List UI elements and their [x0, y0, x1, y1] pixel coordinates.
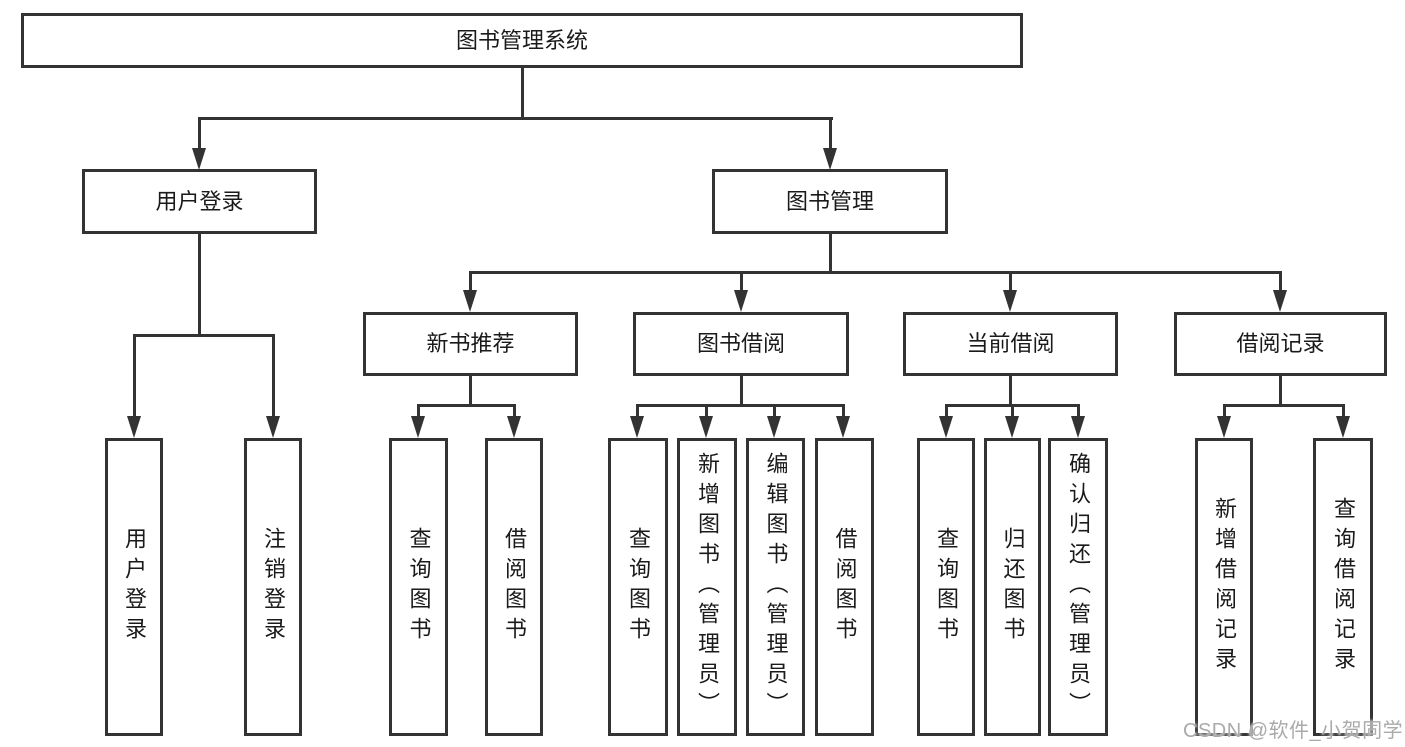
node-leaf-query-borrow-record: 查询借阅记录: [1313, 438, 1373, 736]
connector-drop-leaf: [944, 404, 948, 418]
leaf-label: 新增图书（管理员）: [695, 452, 720, 722]
connector-drop-borrow-records: [1278, 272, 1282, 292]
connector-user-login-stub: [197, 234, 201, 336]
arrow-down-icon: [1005, 416, 1019, 438]
connector-drop-leaf: [842, 404, 845, 418]
node-user-login: 用户登录: [82, 169, 317, 234]
node-leaf-add-books-admin: 新增图书（管理员）: [677, 438, 737, 736]
node-leaf-query-books-1: 查询图书: [389, 438, 448, 736]
connector-drop-new-book: [468, 272, 472, 292]
connector-drop-leaf: [772, 404, 776, 418]
connector-drop-leaf: [417, 404, 420, 418]
arrow-down-icon: [734, 290, 748, 312]
node-library-system-label: 图书管理系统: [455, 27, 588, 53]
arrow-down-icon: [939, 416, 953, 438]
arrow-down-icon: [823, 148, 837, 170]
leaf-label: 注销登录: [261, 527, 286, 647]
csdn-watermark: CSDN @软件_小贺同学: [1183, 720, 1404, 742]
node-book-management: 图书管理: [712, 169, 948, 234]
arrow-down-icon: [767, 416, 781, 438]
node-leaf-user-login: 用户登录: [105, 438, 163, 736]
connector-stub: [739, 376, 743, 405]
node-book-borrow: 图书借阅: [633, 312, 849, 376]
leaf-label: 查询借阅记录: [1331, 497, 1356, 677]
node-leaf-borrow-books-1: 借阅图书: [485, 438, 543, 736]
connector-drop-leaf: [704, 404, 708, 418]
node-borrow-records: 借阅记录: [1174, 312, 1387, 376]
connector-drop-book-management: [828, 117, 832, 150]
node-leaf-confirm-return-admin: 确认归还（管理员）: [1048, 438, 1108, 736]
connector-drop-leaf: [512, 404, 516, 418]
connector-group-bar: [1222, 403, 1345, 407]
node-current-borrow: 当前借阅: [903, 312, 1118, 376]
arrow-down-icon: [1003, 290, 1017, 312]
connector-drop-leaf: [636, 404, 639, 418]
connector-drop-leaf: [1011, 404, 1014, 418]
node-leaf-logout: 注销登录: [244, 438, 302, 736]
arrow-down-icon: [1273, 290, 1287, 312]
node-book-borrow-label: 图书借阅: [696, 331, 785, 356]
node-book-management-label: 图书管理: [785, 188, 874, 214]
node-library-system: 图书管理系统: [21, 13, 1023, 68]
arrow-down-icon: [1336, 416, 1350, 438]
connector-level2-bar: [468, 271, 1282, 274]
arrow-down-icon: [1071, 416, 1085, 438]
node-leaf-return-books: 归还图书: [984, 438, 1041, 736]
connector-drop-book-borrow: [739, 272, 743, 292]
leaf-label: 查询图书: [626, 527, 651, 647]
connector-drop-user-login: [197, 117, 201, 150]
connector-user-login-bar: [132, 334, 275, 337]
leaf-label: 借阅图书: [832, 527, 858, 647]
connector-root-stub: [520, 68, 524, 118]
arrow-down-icon: [127, 416, 141, 438]
leaf-label: 用户登录: [122, 527, 147, 647]
leaf-label: 编辑图书（管理员）: [763, 452, 789, 722]
connector-drop-leaf: [1076, 404, 1080, 418]
connector-drop-leaf: [132, 335, 136, 418]
connector-drop-leaf: [271, 335, 275, 418]
node-new-book-recommend-label: 新书推荐: [426, 331, 515, 356]
connector-drop-leaf: [1341, 404, 1345, 418]
leaf-label: 查询图书: [406, 527, 432, 647]
node-leaf-borrow-books-2: 借阅图书: [815, 438, 874, 736]
arrow-down-icon: [836, 416, 850, 438]
connector-stub: [1008, 376, 1012, 405]
leaf-label: 新增借阅记录: [1212, 497, 1237, 677]
arrow-down-icon: [266, 416, 280, 438]
arrow-down-icon: [699, 416, 713, 438]
connector-group-bar: [417, 403, 516, 407]
node-leaf-edit-books-admin: 编辑图书（管理员）: [746, 438, 805, 736]
connector-book-management-stub: [828, 234, 832, 273]
leaf-label: 借阅图书: [502, 527, 527, 647]
connector-drop-leaf: [1222, 404, 1226, 418]
node-leaf-query-books-2: 查询图书: [608, 438, 668, 736]
arrow-down-icon: [463, 290, 477, 312]
leaf-label: 确认归还（管理员）: [1066, 452, 1091, 722]
connector-group-bar: [636, 403, 845, 407]
connector-drop-current-borrow: [1008, 272, 1012, 292]
arrow-down-icon: [1217, 416, 1231, 438]
leaf-label: 查询图书: [934, 527, 959, 647]
arrow-down-icon: [630, 416, 644, 438]
leaf-label: 归还图书: [1000, 527, 1026, 647]
node-borrow-records-label: 借阅记录: [1236, 331, 1325, 356]
connector-stub: [1278, 376, 1282, 405]
arrow-down-icon: [507, 416, 521, 438]
node-current-borrow-label: 当前借阅: [966, 331, 1055, 356]
node-new-book-recommend: 新书推荐: [363, 312, 578, 376]
node-user-login-label: 用户登录: [155, 188, 244, 214]
node-leaf-query-books-3: 查询图书: [917, 438, 975, 736]
connector-stub: [468, 376, 472, 405]
node-leaf-add-borrow-record: 新增借阅记录: [1195, 438, 1253, 736]
arrow-down-icon: [192, 148, 206, 170]
arrow-down-icon: [411, 416, 425, 438]
connector-level1-bar: [197, 116, 833, 120]
